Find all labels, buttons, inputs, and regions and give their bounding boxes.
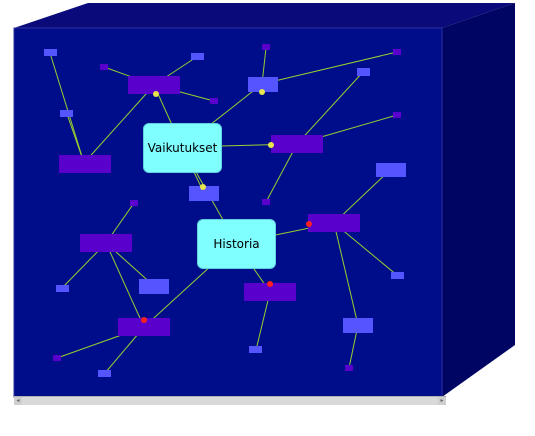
graph-node: [100, 64, 108, 70]
graph-node: [271, 135, 323, 153]
marker-layer: [141, 89, 312, 323]
graph-node: [56, 285, 69, 292]
graph-node: [357, 68, 370, 76]
graph-node: [249, 346, 262, 353]
edge: [83, 84, 155, 164]
marker-yellow: [268, 142, 274, 148]
topic-node-vaikutukset[interactable]: Vaikutukset: [143, 123, 222, 173]
graph-node: [130, 200, 138, 206]
edge: [296, 71, 364, 145]
graph-node: [128, 76, 180, 94]
graph-node: [393, 112, 401, 118]
graph-node: [44, 49, 57, 56]
graph-node: [53, 355, 61, 361]
graph-node: [345, 365, 353, 371]
marker-red: [267, 281, 273, 287]
graph-node: [191, 53, 204, 60]
graph-canvas: [13, 27, 443, 398]
scroll-left-button[interactable]: ◂: [14, 397, 22, 405]
graph-node: [60, 110, 73, 117]
cube-side-face: [442, 3, 515, 397]
edge: [255, 291, 271, 351]
topic-node-historia[interactable]: Historia: [197, 219, 276, 269]
graph-node: [210, 98, 218, 104]
edge: [261, 51, 398, 85]
cube-top-face: [14, 3, 515, 28]
edge: [333, 222, 359, 326]
topic-label-vaikutukset: Vaikutukset: [147, 141, 218, 155]
graph-node: [80, 234, 132, 252]
graph-node: [308, 214, 360, 232]
marker-yellow: [153, 91, 159, 97]
marker-red: [141, 317, 147, 323]
node-layer: [44, 44, 406, 377]
graph-node: [248, 77, 278, 92]
marker-yellow: [259, 89, 265, 95]
edge: [49, 52, 85, 164]
graph-node: [262, 44, 270, 50]
marker-red: [306, 221, 312, 227]
graph-node: [343, 318, 373, 333]
graph-node: [98, 370, 111, 377]
edge: [105, 242, 145, 328]
topic-label-historia: Historia: [213, 237, 260, 251]
graph-node: [118, 318, 170, 336]
graph-node: [244, 283, 296, 301]
edge: [66, 113, 85, 164]
graph-node: [59, 155, 111, 173]
marker-yellow: [200, 184, 206, 190]
edge: [265, 143, 298, 203]
graph-node: [393, 49, 401, 55]
graph-node: [139, 279, 169, 294]
graph-node: [391, 272, 404, 279]
graph-node: [376, 163, 406, 177]
graph-node: [189, 186, 219, 201]
horizontal-scrollbar[interactable]: ◂ ▸: [14, 396, 446, 405]
scroll-right-button[interactable]: ▸: [438, 397, 446, 405]
graph-node: [262, 199, 270, 205]
